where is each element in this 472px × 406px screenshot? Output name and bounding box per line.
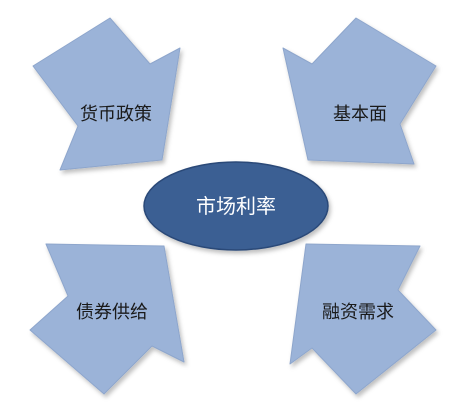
arrow-bottom-right <box>289 243 437 395</box>
factor-label-top-left: 货币政策 <box>80 104 152 125</box>
center-label: 市场利率 <box>196 194 276 218</box>
arrow-top-left <box>32 17 181 171</box>
factor-label-top-right: 基本面 <box>333 104 387 125</box>
arrow-top-right <box>282 17 437 165</box>
arrow-bottom-left <box>29 243 185 395</box>
factor-label-bottom-right: 融资需求 <box>322 302 394 323</box>
factor-label-bottom-left: 债券供给 <box>76 302 148 323</box>
center-ellipse <box>143 161 329 251</box>
